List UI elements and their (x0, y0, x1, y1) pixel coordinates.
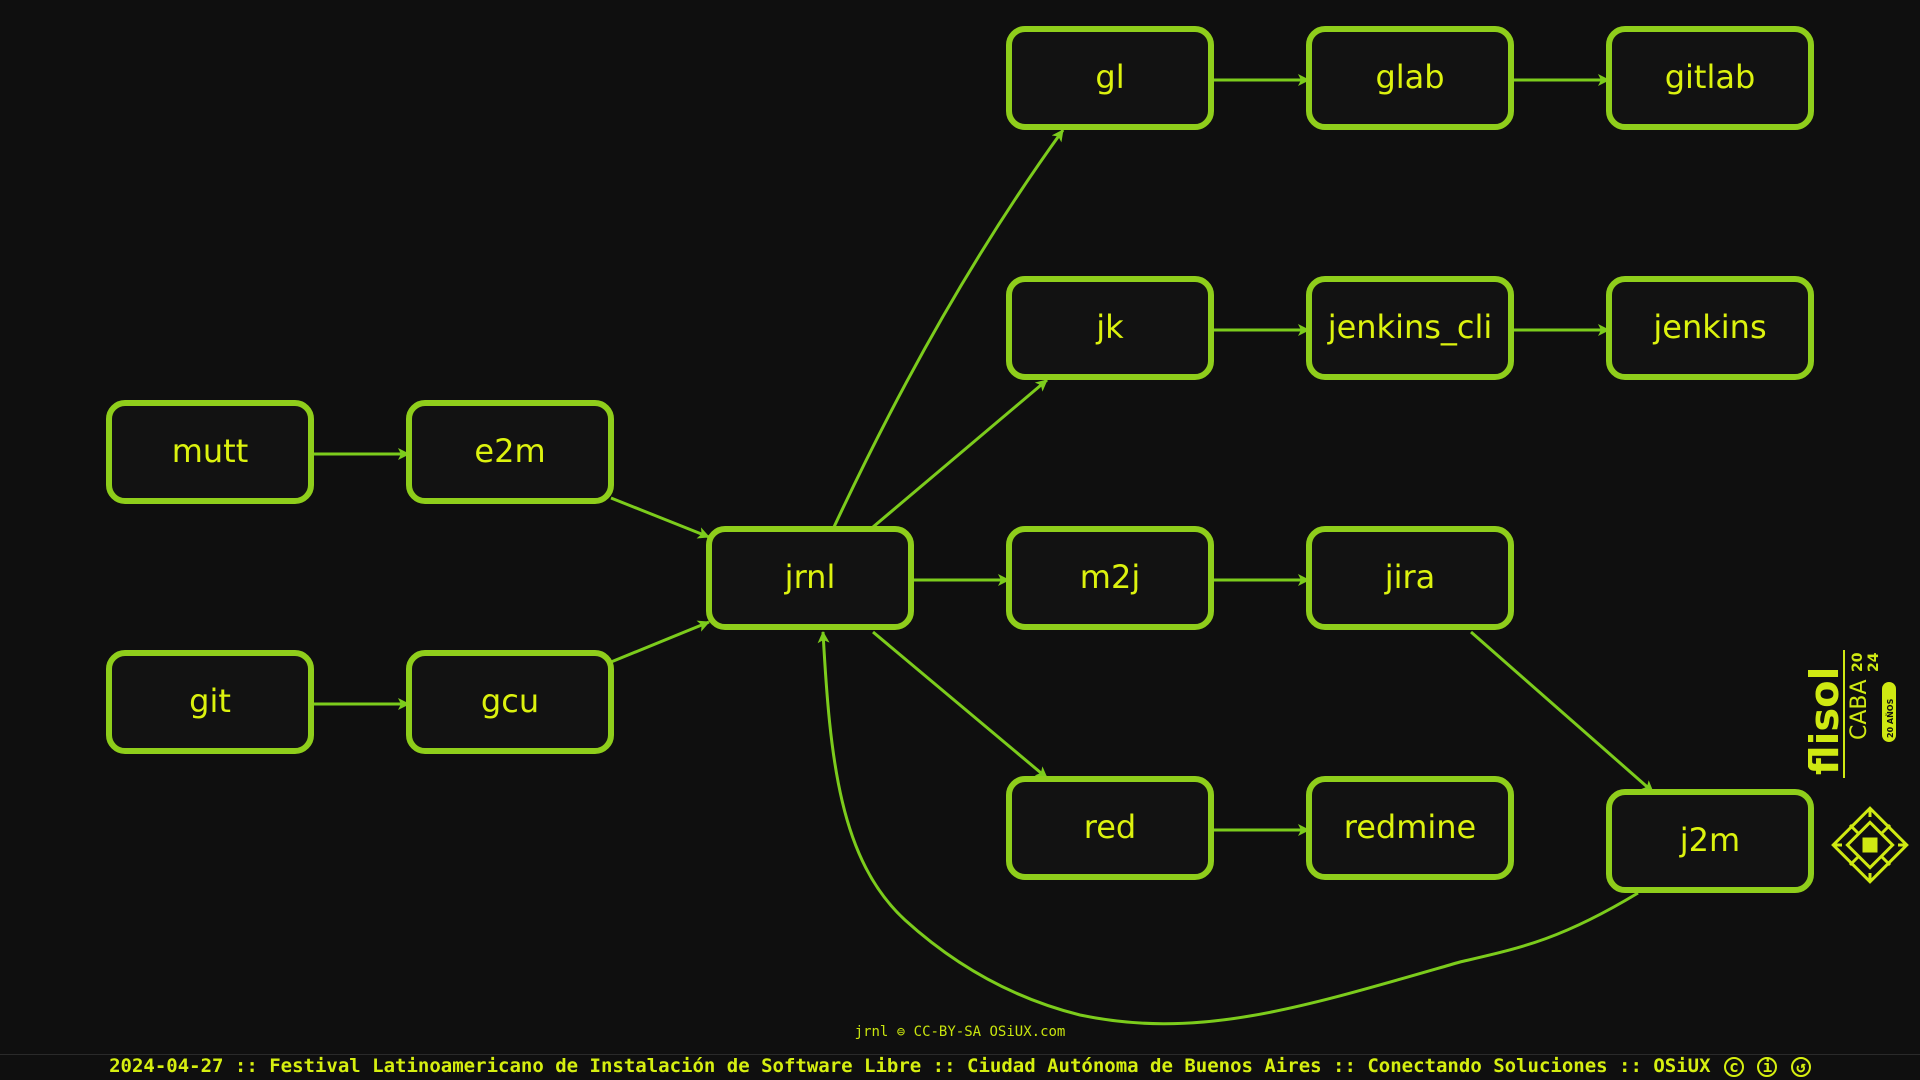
edge-jrnl-to-gl (832, 129, 1065, 528)
node-jk: jk (1006, 276, 1214, 380)
by-icon: i (1757, 1057, 1778, 1077)
node-mutt: mutt (106, 400, 314, 504)
logo-word: flisol (1808, 667, 1848, 775)
edge-gcu-to-jrnl (610, 620, 710, 664)
node-label: mutt (172, 432, 249, 470)
node-box (1006, 276, 1214, 380)
node-gitlab: gitlab (1606, 26, 1814, 130)
sa-icon: ↺ (1790, 1057, 1811, 1077)
node-glab: glab (1306, 26, 1514, 130)
flisol-emblem-icon (1831, 806, 1909, 884)
node-box (1606, 789, 1814, 893)
node-box (106, 650, 314, 754)
node-box (1006, 526, 1214, 630)
footer-text: 2024-04-27 :: Festival Latinoamericano d… (109, 1055, 1711, 1077)
node-box (106, 400, 314, 504)
node-box (1306, 276, 1514, 380)
logo-year-top: 20 (1850, 652, 1866, 672)
node-box (1306, 526, 1514, 630)
node-label: jenkins (1652, 308, 1766, 346)
nodes-layer: mutt e2m git gcu jrnl gl glab gitlab jk jenkins_c… (106, 26, 1814, 893)
node-box (1006, 776, 1214, 880)
node-label: jira (1384, 558, 1436, 596)
edge-jrnl-to-jk (872, 378, 1048, 529)
node-red: red (1006, 776, 1214, 880)
node-jira: jira (1306, 526, 1514, 630)
node-label: jrnl (784, 558, 836, 596)
node-box (1306, 26, 1514, 130)
node-redmine: redmine (1306, 776, 1514, 880)
node-label: e2m (474, 432, 545, 470)
node-jrnl: jrnl (706, 526, 914, 630)
node-label: glab (1375, 58, 1444, 96)
flisol-logo: flisol 20 24 CABA 20 AÑOS (1808, 650, 1909, 884)
node-label: m2j (1080, 558, 1140, 596)
node-box (1006, 26, 1214, 130)
node-box (1606, 276, 1814, 380)
logo-year-bottom: 24 (1866, 652, 1882, 672)
edge-jira-to-j2m (1470, 630, 1654, 794)
node-jenkins: jenkins (1606, 276, 1814, 380)
logo-badge: 20 AÑOS (1885, 698, 1895, 738)
edges-layer (312, 74, 1654, 1026)
edge-e2m-to-jrnl (610, 496, 710, 539)
edge-jrnl-to-red (872, 630, 1048, 780)
node-git: git (106, 650, 314, 754)
edge-j2m-to-jrnl (817, 631, 1639, 1026)
node-box (1606, 26, 1814, 130)
node-jenkins_cli: jenkins_cli (1306, 276, 1514, 380)
node-m2j: m2j (1006, 526, 1214, 630)
node-label: git (189, 682, 231, 720)
logo-city: CABA (1847, 679, 1872, 740)
node-gl: gl (1006, 26, 1214, 130)
node-e2m: e2m (406, 400, 614, 504)
node-label: j2m (1679, 821, 1740, 859)
cc-icon: c (1724, 1057, 1744, 1077)
node-label: jenkins_cli (1327, 308, 1493, 346)
node-label: redmine (1344, 808, 1476, 846)
node-box (406, 650, 614, 754)
node-box (1306, 776, 1514, 880)
credit-line: jrnl ⊜ CC-BY-SA OSiUX.com (854, 1024, 1066, 1040)
node-gcu: gcu (406, 650, 614, 754)
node-label: red (1084, 808, 1136, 846)
footer-bar: 2024-04-27 :: Festival Latinoamericano d… (0, 1054, 1920, 1080)
node-label: gl (1095, 58, 1124, 96)
node-j2m: j2m (1606, 789, 1814, 893)
node-label: gitlab (1665, 58, 1756, 96)
node-label: gcu (481, 682, 539, 720)
node-box (706, 526, 914, 630)
node-label: jk (1095, 308, 1124, 346)
node-box (406, 400, 614, 504)
